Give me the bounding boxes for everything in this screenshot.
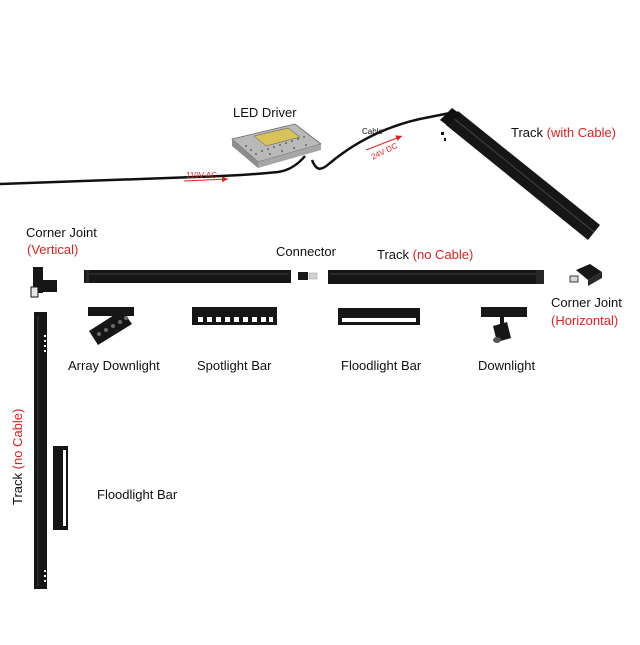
- track-horizontal-left: [84, 270, 291, 283]
- array-downlight-label: Array Downlight: [68, 358, 160, 373]
- vertical-track-title: Track: [10, 472, 25, 505]
- connector-part: [298, 272, 318, 280]
- floodlight-bar-vertical-part: [53, 446, 68, 530]
- track-no-cable-title: Track: [377, 247, 410, 262]
- ac-input-label: 110V AC: [186, 171, 217, 180]
- spotlight-bar-part: [192, 307, 277, 325]
- downlight-part: [481, 307, 527, 343]
- ac-input-cable: [0, 155, 306, 186]
- floodlight-bar-label: Floodlight Bar: [341, 358, 422, 373]
- spotlight-bar-label: Spotlight Bar: [197, 358, 272, 373]
- array-downlight-part: [88, 307, 134, 345]
- dc-arrow: [365, 135, 403, 151]
- track-horizontal-right: [328, 270, 544, 284]
- downlight-label: Downlight: [478, 358, 536, 373]
- vertical-track-note: (no Cable): [10, 408, 25, 470]
- corner-joint-horizontal-label: Corner Joint: [551, 295, 622, 310]
- track-vertical: [34, 312, 47, 589]
- floodlight-bar-vertical-label: Floodlight Bar: [97, 487, 178, 502]
- corner-joint-horizontal-note: (Horizontal): [551, 313, 619, 328]
- ac-arrow: [183, 176, 229, 183]
- vertical-track-label: Track (no Cable): [10, 409, 26, 505]
- corner-joint-vertical-label: Corner Joint: [26, 225, 97, 240]
- connector-label: Connector: [276, 244, 336, 259]
- corner-joint-vertical-note: (Vertical): [27, 242, 79, 257]
- track-with-cable: [440, 108, 600, 240]
- track-no-cable-note: (no Cable): [412, 247, 474, 262]
- corner-joint-horizontal-part: [569, 264, 602, 286]
- floodlight-bar-horizontal-part: [338, 308, 420, 325]
- cable-label: Cable: [362, 127, 383, 136]
- track-with-cable-title: Track: [511, 125, 544, 140]
- dc-output-cable: [310, 110, 456, 170]
- led-driver-label: LED Driver: [233, 105, 297, 120]
- led-driver-unit: [231, 123, 322, 168]
- track-with-cable-label: Track (with Cable): [511, 125, 616, 141]
- track-with-cable-note: (with Cable): [546, 125, 617, 140]
- track-no-cable-label: Track (no Cable): [377, 247, 473, 263]
- corner-joint-vertical-part: [30, 267, 57, 298]
